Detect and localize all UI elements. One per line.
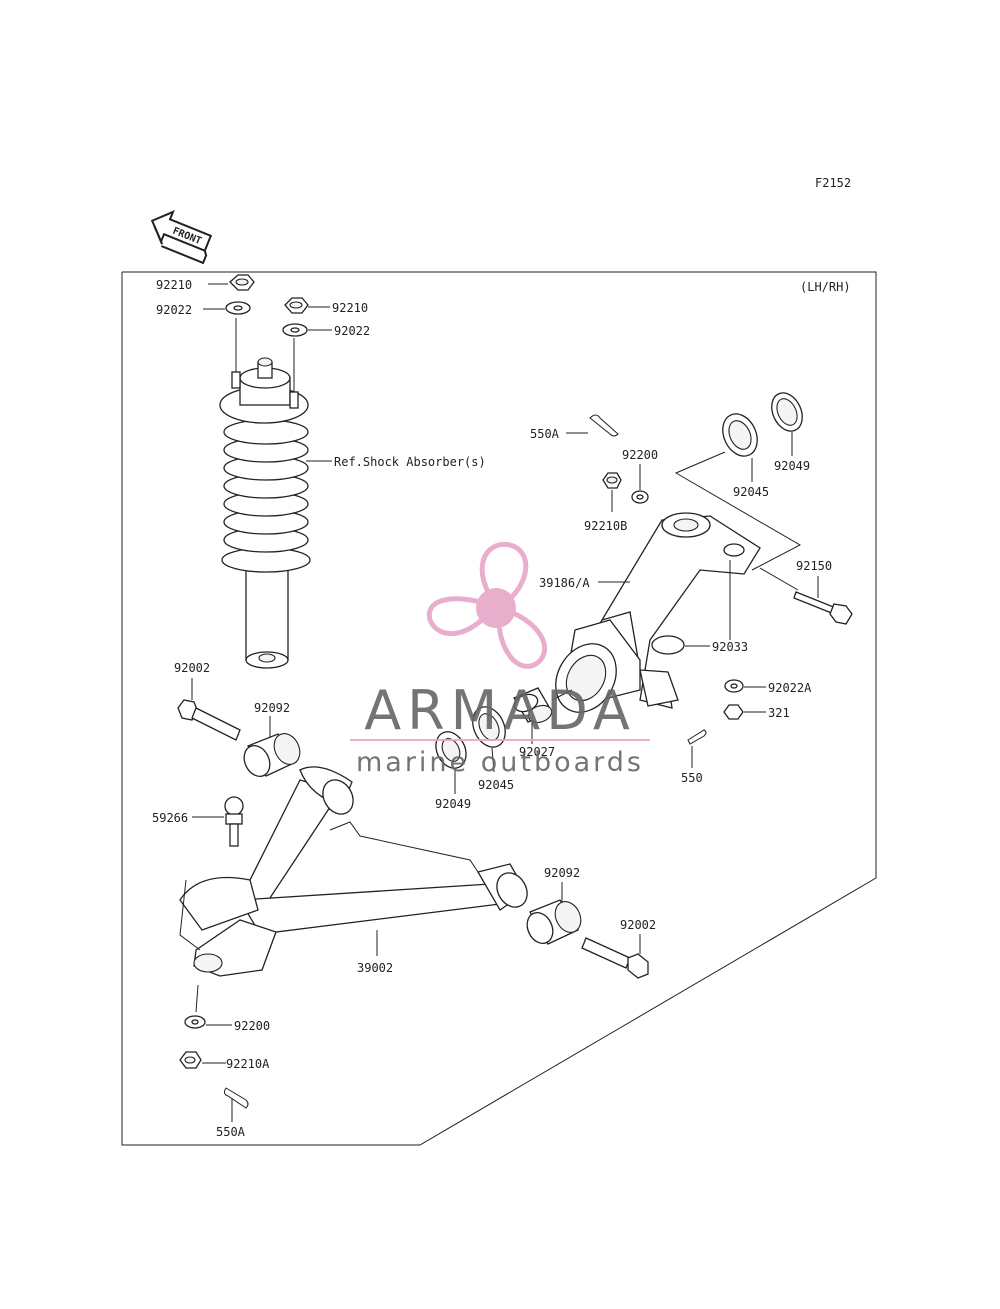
ring-92033-icon bbox=[651, 635, 685, 655]
washer-92200-top-icon bbox=[631, 490, 649, 504]
label-550a-bottom: 550A bbox=[216, 1125, 246, 1139]
label-92210-a: 92210 bbox=[156, 278, 192, 292]
bushing-92092-right-icon bbox=[526, 899, 582, 945]
label-92210a: 92210A bbox=[226, 1057, 270, 1071]
washer-92022a-icon bbox=[724, 679, 744, 693]
nut-92210b-icon bbox=[602, 472, 622, 489]
label-321: 321 bbox=[768, 706, 790, 720]
shock-absorber-icon bbox=[219, 318, 311, 669]
label-92002-right: 92002 bbox=[620, 918, 656, 932]
washer-92022-b-icon bbox=[282, 323, 308, 337]
label-92210-b: 92210 bbox=[332, 301, 368, 315]
bolt-92002-left-icon bbox=[177, 699, 241, 741]
watermark-tagline: marine outboards bbox=[356, 747, 644, 778]
label-550: 550 bbox=[681, 771, 703, 785]
cotter-pin-550a-top-icon bbox=[589, 414, 619, 437]
ball-joint-59266-icon bbox=[224, 796, 244, 847]
diagram-frame bbox=[121, 271, 877, 1146]
label-92092-left: 92092 bbox=[254, 701, 290, 715]
label-92022-a: 92022 bbox=[156, 303, 192, 317]
front-arrow-icon: FRONT bbox=[150, 210, 213, 265]
nut-321-icon bbox=[723, 704, 744, 720]
washer-92200-bottom-icon bbox=[184, 1015, 206, 1029]
label-59266: 59266 bbox=[152, 811, 188, 825]
label-92150: 92150 bbox=[796, 559, 832, 573]
label-92092-right: 92092 bbox=[544, 866, 580, 880]
nut-92210a-icon bbox=[179, 1051, 202, 1069]
label-92045-top: 92045 bbox=[733, 485, 769, 499]
cotter-pin-550a-bottom-icon bbox=[223, 1087, 249, 1109]
knuckle-39186a-icon bbox=[555, 512, 761, 713]
label-92022a: 92022A bbox=[768, 681, 812, 695]
cotter-pin-550-icon bbox=[687, 729, 707, 745]
seal-92049-top-icon bbox=[771, 392, 803, 432]
a-arm-39002-icon bbox=[179, 766, 528, 977]
nut-92210-a-icon bbox=[229, 274, 255, 291]
label-92027: 92027 bbox=[519, 745, 555, 759]
side-note: (LH/RH) bbox=[800, 280, 851, 294]
label-550a-top: 550A bbox=[530, 427, 560, 441]
bushing-92092-left-icon bbox=[243, 733, 301, 778]
label-92200-top: 92200 bbox=[622, 448, 658, 462]
label-ref-shock: Ref.Shock Absorber(s) bbox=[334, 455, 486, 469]
bolt-92150-icon bbox=[793, 591, 853, 625]
bolt-92002-right-icon bbox=[581, 937, 649, 979]
label-92200-bottom: 92200 bbox=[234, 1019, 270, 1033]
sleeve-92027-icon bbox=[513, 687, 553, 724]
nut-92210-b-icon bbox=[284, 297, 309, 314]
label-92045-bottom: 92045 bbox=[478, 778, 514, 792]
figure-code: F2152 bbox=[815, 176, 851, 190]
label-92022-b: 92022 bbox=[334, 324, 370, 338]
label-92033: 92033 bbox=[712, 640, 748, 654]
watermark: ARMADA marine outboards bbox=[350, 541, 650, 778]
label-92049-top: 92049 bbox=[774, 459, 810, 473]
label-39002: 39002 bbox=[357, 961, 393, 975]
propeller-icon bbox=[426, 541, 548, 669]
seal-92045-top-icon bbox=[722, 413, 758, 457]
label-39186a: 39186/A bbox=[539, 576, 590, 590]
label-92002-left: 92002 bbox=[174, 661, 210, 675]
label-92049-bottom: 92049 bbox=[435, 797, 471, 811]
watermark-brand: ARMADA bbox=[364, 679, 636, 742]
label-92210b: 92210B bbox=[584, 519, 627, 533]
washer-92022-a-icon bbox=[225, 301, 251, 315]
